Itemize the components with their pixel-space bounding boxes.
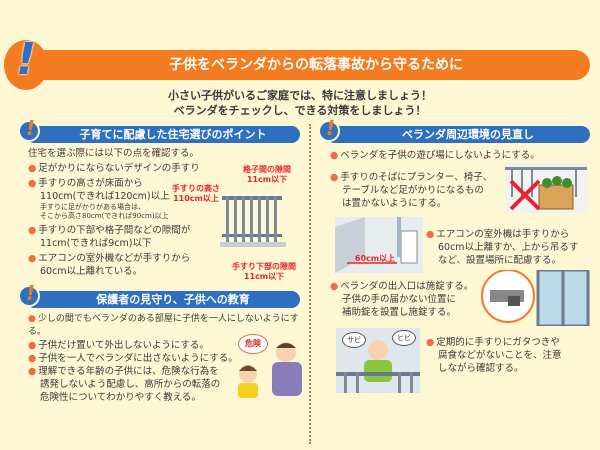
list-item: 定期的に手すりにガタつきや [426, 336, 591, 349]
exclamation-icon: ! [318, 116, 340, 142]
education-list: 少しの間でもベランダのある部屋に子供を一人にしないようにする。 子供だけ置いて外… [28, 313, 313, 404]
list-item: は置かないようにする。 [342, 198, 447, 209]
list-item: など、設置場所に配慮する。 [438, 255, 562, 266]
page-title: 子供をベランダからの転落事故から守るために [12, 50, 590, 80]
danger-bubble: 危険 [238, 334, 268, 354]
parent-child-illustration [238, 342, 302, 398]
subtitle-line: 小さい子供がいるご家庭では、特に注意しましょう！ [168, 89, 432, 102]
note: そこから高さ80cm(できれば90cm)以上 [40, 212, 169, 220]
list-item: 子供の手の届かない位置に [342, 294, 457, 305]
lock-item: ベランダの出入口は施錠する。 子供の手の届かない位置に 補助錠を設置し施錠する。 [330, 280, 490, 319]
note: 手すりに足がかりがある場合は、 [40, 203, 145, 211]
exclamation-icon: ! [4, 34, 48, 90]
list-item: 子供だけ置いて外出しないようにする。 [28, 339, 313, 352]
list-item: 補助錠を設置し施錠する。 [342, 307, 457, 318]
section-heading-housing: 子育てに配慮した住宅選びのポイント [26, 126, 300, 143]
list-item: 腐食などがないことを、注意 [438, 350, 562, 361]
list-item: ベランダを子供の遊び場にしないようにする。 [330, 149, 590, 162]
label: 11cm以下 [246, 175, 288, 184]
list-item: ベランダの出入口は施錠する。 [330, 280, 490, 293]
list-item: エアコンの室外機は手すりから [426, 228, 591, 241]
list-item: 11cm(できれば9cm)以下 [40, 238, 152, 249]
label: 手すりの高さ [172, 184, 220, 193]
housing-list: 住宅を選ぶ際には以下の点を確認する。 足がかりにならないデザインの手すり 手すり… [28, 147, 238, 278]
divider [309, 124, 311, 444]
list-item: テーブルなど足がかりになるもの [342, 185, 484, 196]
label: 格子間の隙間 [243, 165, 291, 174]
label: 110cm以上 [173, 194, 219, 203]
list-item: 理解できる年齢の子供には、危険な行為を [28, 365, 313, 378]
subtitle: 小さい子供がいるご家庭では、特に注意しましょう！ ベランダをチェックし、できる対… [0, 88, 600, 118]
subtitle-line: ベランダをチェックし、できる対策をしましょう！ [173, 104, 427, 117]
section-heading-environment: ベランダ周辺環境の見直し [326, 126, 590, 143]
exclamation-icon: ! [18, 281, 40, 307]
list-item: 子供を一人でベランダに出さないようにする。 [28, 352, 313, 365]
intro: 住宅を選ぶ際には以下の点を確認する。 [28, 148, 200, 159]
distance-label: 60cm以上 [354, 254, 396, 263]
list-item: 手すりの高さが床面から [28, 177, 238, 190]
planter-illustration [505, 163, 587, 213]
label: 11cm以下 [243, 272, 285, 281]
list-item: 足がかりにならないデザインの手すり [28, 162, 238, 175]
crack-bubble: ヒビ [392, 330, 416, 346]
list-item: 110cm(できれば120cm)以上 [40, 191, 170, 202]
lock-illustration [481, 270, 590, 326]
list-item: 誘発しないよう配慮し、高所からの転落の [40, 379, 221, 390]
list-item: エアコンの室外機などが手すりから [28, 252, 238, 265]
inspection-item: 定期的に手すりにガタつきや 腐食などがないことを、注意 しながら確認する。 [426, 336, 591, 375]
rust-bubble: サビ [342, 332, 366, 348]
planter-item: 手すりのそばにプランター、椅子、 テーブルなど足がかりになるもの は置かないよう… [330, 171, 500, 210]
exclamation-icon: ! [18, 116, 40, 142]
section-heading-education: 保護者の見守り、子供への教育 [26, 291, 300, 308]
list-item: 手すりの下部や格子間などの隙間が [28, 224, 238, 237]
ac-item: エアコンの室外機は手すりから 60cm以上離すか、上から吊るす など、設置場所に… [426, 228, 591, 267]
list-item: 60cm以上離すか、上から吊るす [438, 242, 579, 253]
list-item: しながら確認する。 [438, 363, 524, 374]
list-item: 少しの間でもベランダのある部屋に子供を一人にしないようにする。 [28, 313, 313, 339]
balcony-ac-illustration [335, 217, 423, 273]
list-item: 手すりのそばにプランター、椅子、 [330, 171, 500, 184]
label: 手すり下部の隙間 [232, 262, 296, 271]
list-item: 危険性についてわかりやすく教える。 [40, 392, 201, 403]
list-item: 60cm以上離れている。 [40, 266, 143, 277]
railing-illustration [220, 196, 286, 247]
